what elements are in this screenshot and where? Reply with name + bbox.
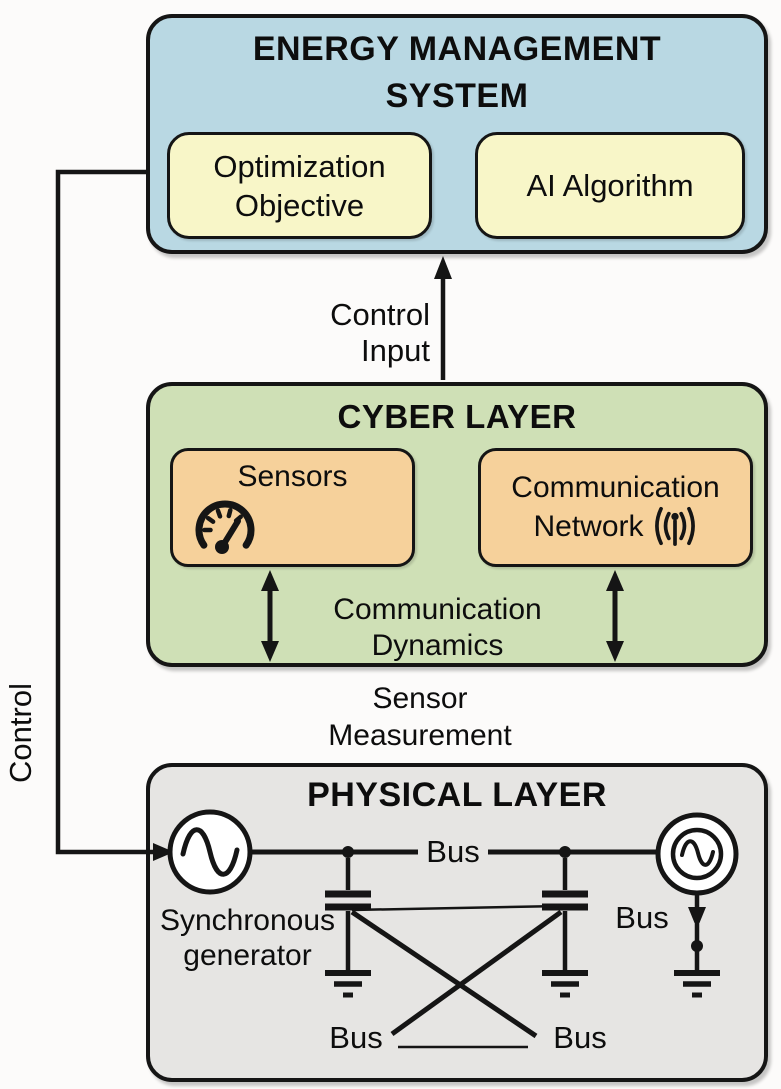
ems-title: ENERGY MANAGEMENT SYSTEM [252,30,662,115]
control-input-label: Control Input [330,297,430,368]
bus-top-label: Bus [426,834,480,869]
optimization-objective-box: Optimization Objective [167,132,432,239]
ai-algorithm-label: AI Algorithm [526,167,694,203]
optimization-objective-label: Optimization Objective [213,148,386,223]
bus-right-label: Bus [615,900,669,935]
sensor-measurement-label: Sensor Measurement [328,682,512,752]
cyber-title: CYBER LAYER [337,398,577,435]
communication-network-box: Communication Network [478,448,753,567]
bus-bottom-right-label: Bus [553,1020,607,1055]
sensors-box: Sensors [170,448,415,567]
communication-network-label-line2: Network [533,509,644,543]
control-input-arrowhead [434,256,452,279]
broadcast-antenna-icon [652,506,698,546]
bus-bottom-left-label: Bus [329,1020,383,1055]
communication-network-label-line1: Communication [511,471,720,504]
physical-title: PHYSICAL LAYER [307,776,607,814]
synchronous-generator-label: Synchronous generator [159,904,336,972]
sensors-label: Sensors [237,460,348,493]
control-label: Control [3,683,38,783]
gauge-icon [193,500,257,558]
control-path-line [55,169,160,855]
communication-dynamics-label: Communication Dynamics [333,593,542,662]
ai-algorithm-box: AI Algorithm [475,132,745,239]
